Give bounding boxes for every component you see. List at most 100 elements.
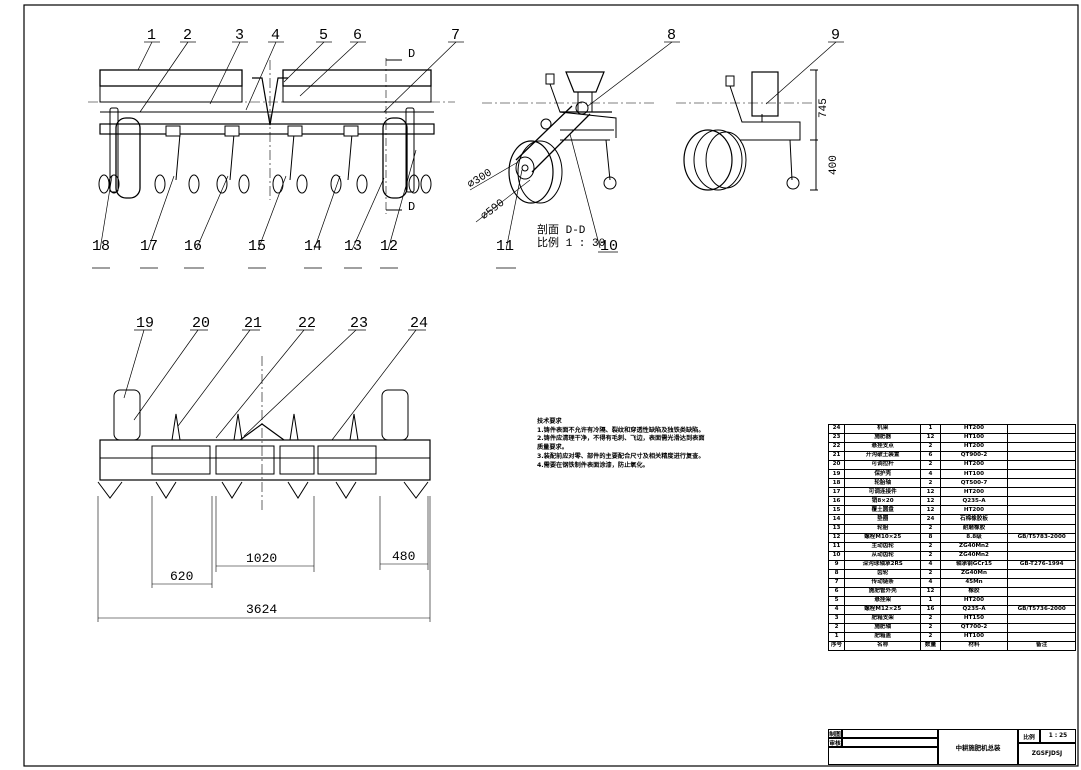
section-marks: D D — [408, 47, 415, 214]
balloon-22: 22 — [298, 315, 316, 332]
front-leaders — [92, 41, 844, 269]
bom-cell: 2 — [920, 632, 941, 643]
balloon-12: 12 — [380, 238, 398, 255]
balloon-17: 17 — [140, 238, 158, 255]
bom-cell: 20 — [827, 460, 846, 471]
drawing-title: 中耕施肥机总装 — [938, 729, 1018, 765]
bom-cell: 主动齿轮 — [844, 541, 922, 552]
plan-leaders — [123, 329, 426, 441]
bom-cell — [1007, 451, 1076, 462]
bom-cell — [1007, 613, 1076, 625]
dim-745: 745 — [818, 98, 830, 118]
section-mark-top: D — [408, 47, 415, 61]
section-caption: 剖面 D-D 比例 1 : 30 — [537, 222, 605, 250]
bom-cell: 6 — [920, 451, 941, 462]
plan-dim-text: 620 1020 480 3624 — [170, 549, 415, 617]
bom-cell: 7 — [827, 577, 846, 588]
bom-cell: 2 — [920, 550, 941, 561]
bom-cell: 垫圈 — [844, 514, 922, 525]
bom-cell: 序号 — [827, 641, 846, 652]
bom-cell: 22 — [827, 442, 846, 453]
balloon-10: 10 — [600, 238, 618, 255]
bom-cell — [1007, 460, 1076, 471]
bom-cell: 从动齿轮 — [844, 550, 922, 561]
bom-cell: 12 — [920, 433, 941, 444]
balloon-16: 16 — [184, 238, 202, 255]
bom-cell: 2 — [920, 478, 941, 489]
balloon-labels-plan: 19 20 21 22 23 24 — [136, 315, 428, 332]
bom-cell: 6 — [827, 586, 846, 597]
bom-cell: GB/T5736-2000 — [1007, 604, 1076, 615]
bom-cell: 轮胎轴 — [844, 478, 922, 489]
bom-cell: 24 — [920, 514, 941, 525]
bom-cell — [1007, 505, 1076, 516]
bom-cell: 传动链条 — [844, 577, 922, 588]
bom-cell: 8.8级 — [939, 532, 1009, 543]
bom-cell: 4 — [827, 604, 846, 615]
bom-cell: HT200 — [939, 442, 1009, 453]
bom-cell: 10 — [827, 550, 846, 561]
bom-cell: 4 — [920, 469, 941, 480]
bom-cell: 12 — [920, 505, 941, 516]
notes-item-1: 1.铸件表面不允许有冷隔、裂纹和穿透性缺陷及独铁类缺陷。 — [537, 426, 705, 434]
outer-frame — [23, 4, 1079, 767]
notes-item-2: 2.铸件应清理干净，不得有毛刺、飞边，表面需光滑达到表面质量要求。 — [537, 435, 705, 452]
dim-3624: 3624 — [246, 602, 277, 617]
bom-cell: 施肥器 — [844, 433, 922, 444]
bom-cell: 17 — [827, 487, 846, 498]
balloon-24: 24 — [410, 315, 428, 332]
bom-cell: 1 — [920, 423, 941, 435]
bom-cell: 16 — [920, 604, 941, 615]
bom-cell: 1 — [920, 595, 941, 606]
balloon-6: 6 — [353, 27, 362, 44]
checked-value — [842, 738, 938, 747]
bom-cell — [1007, 632, 1076, 643]
bom-cell: Q235-A — [939, 604, 1009, 615]
bom-cell — [1007, 487, 1076, 498]
bom-cell: 13 — [827, 523, 846, 534]
bom-cell: GB-T276-1994 — [1007, 559, 1076, 570]
section-dims — [469, 161, 531, 223]
bom-cell — [1007, 433, 1076, 444]
bom-cell — [1007, 469, 1076, 480]
balloon-1: 1 — [147, 27, 156, 44]
blank-cell — [828, 747, 938, 765]
balloon-5: 5 — [319, 27, 328, 44]
bom-cell: ZG40Mn — [939, 568, 1009, 579]
bom-cell: QT900-2 — [939, 451, 1009, 462]
bom-cell: 齿轮 — [844, 568, 922, 579]
bom-cell: 覆土圆盘 — [844, 505, 922, 516]
bom-cell: 螺栓M12×25 — [844, 604, 922, 615]
dim-480: 480 — [392, 549, 415, 564]
balloon-9: 9 — [831, 27, 840, 44]
bom-cell: 2 — [827, 623, 846, 634]
bom-cell: HT200 — [939, 423, 1009, 435]
bom-cell: 15 — [827, 505, 846, 516]
bom-cell: Q235-A — [939, 496, 1009, 507]
balloon-7: 7 — [451, 27, 460, 44]
bom-cell: 8 — [827, 568, 846, 579]
bom-cell: ZG40Mn2 — [939, 541, 1009, 552]
bom-cell: 悬挂架 — [844, 595, 922, 606]
dim-400: 400 — [828, 155, 840, 175]
balloon-2: 2 — [183, 27, 192, 44]
section-mark-bottom: D — [408, 200, 415, 214]
bom-cell: 备注 — [1007, 641, 1076, 652]
balloon-15: 15 — [248, 238, 266, 255]
bom-cell: 耐磨橡胶 — [939, 523, 1009, 534]
bom-cell: GB/T5783-2000 — [1007, 532, 1076, 543]
bom-cell: 材料 — [939, 641, 1009, 652]
